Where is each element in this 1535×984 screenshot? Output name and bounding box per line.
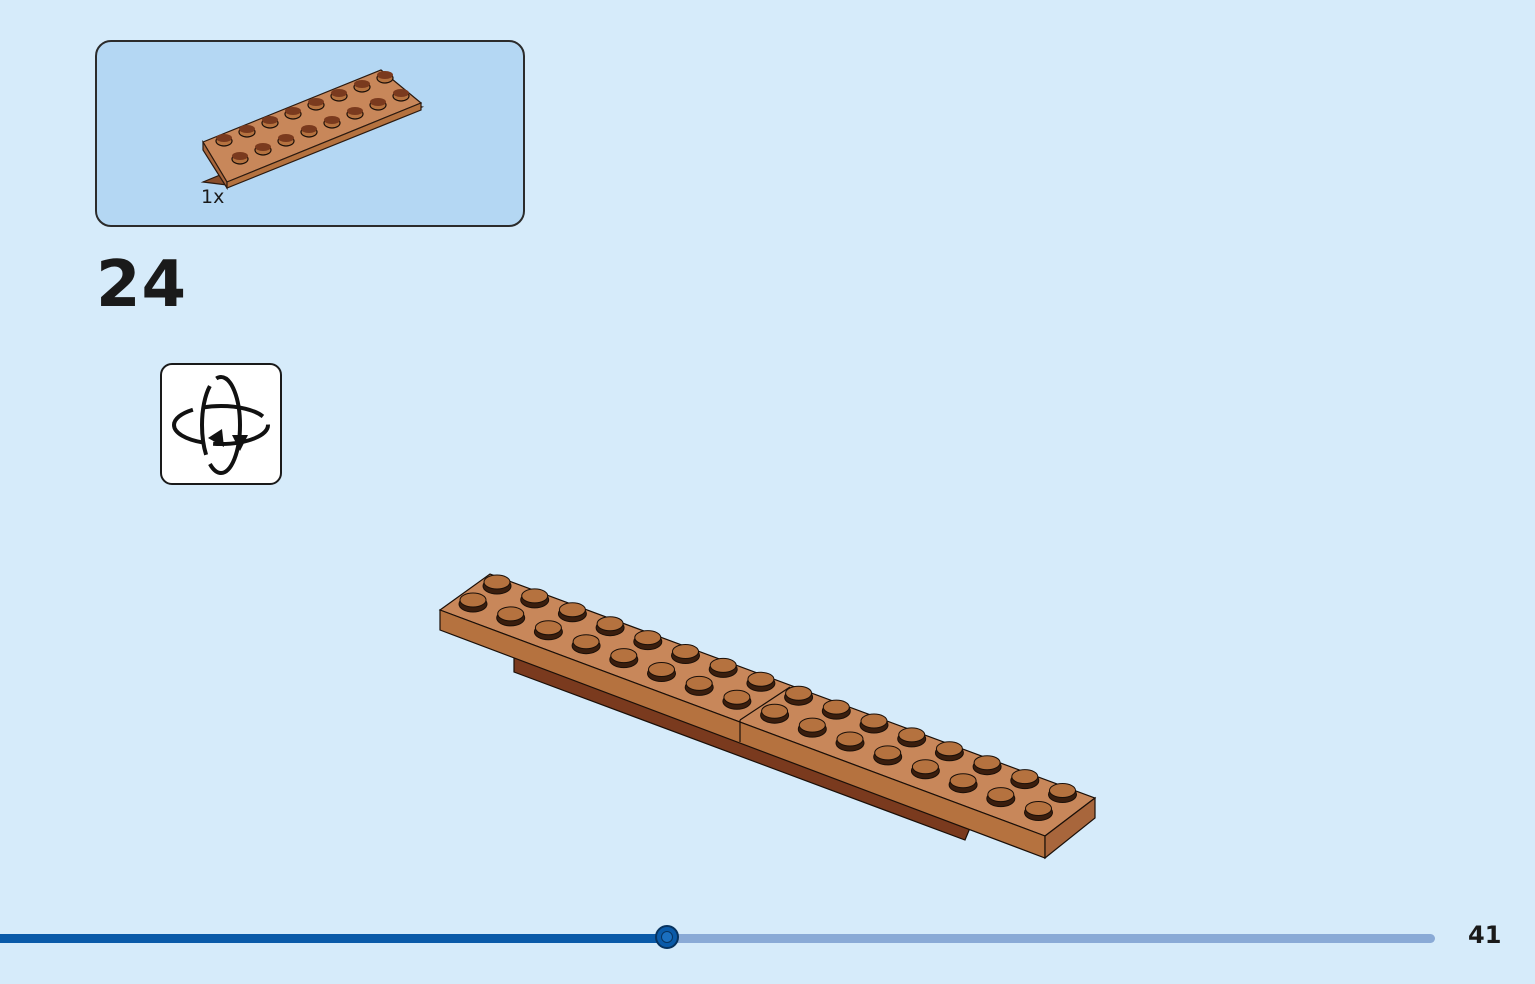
stud-top <box>596 616 624 632</box>
stud-top <box>459 592 487 608</box>
stud-top <box>672 644 699 659</box>
progress-knob <box>655 925 679 949</box>
rotate-model-icon <box>172 375 270 475</box>
stud-top <box>798 717 826 733</box>
stud-top <box>483 574 511 590</box>
stud-top <box>1049 783 1076 798</box>
stud-top <box>1011 769 1039 785</box>
stud-top <box>973 755 1001 771</box>
stud-top <box>572 634 600 650</box>
stud-top <box>534 620 562 636</box>
stud-top <box>836 731 864 747</box>
stud-top <box>497 606 525 622</box>
stud-top <box>898 727 926 743</box>
stud-top <box>874 745 902 761</box>
stud-top <box>747 671 775 687</box>
stud-top <box>648 662 675 677</box>
rotate-model-callout <box>160 363 282 485</box>
plate-assembly-icon <box>438 573 1097 860</box>
stud-top <box>761 703 789 719</box>
parts-list-panel: 1x <box>95 40 525 227</box>
stud-top <box>822 699 850 715</box>
stud-top <box>949 773 977 789</box>
stud-top <box>610 648 638 664</box>
stud-top <box>785 685 813 701</box>
part-quantity: 1x <box>201 186 225 208</box>
stud-top <box>723 689 751 705</box>
page-number: 41 <box>1468 921 1502 949</box>
stud-top <box>935 741 963 757</box>
stud-top <box>1025 801 1052 816</box>
progress-fill <box>0 934 667 943</box>
plate-2x8-icon <box>200 69 425 191</box>
stud-top <box>911 759 939 775</box>
step-number: 24 <box>96 248 188 322</box>
stud-top <box>685 675 713 691</box>
stud-top <box>709 657 737 673</box>
stud-top <box>558 602 586 618</box>
stud-top <box>860 713 888 729</box>
progress-track <box>0 934 1435 943</box>
stud-top <box>987 787 1015 803</box>
stud-top <box>634 630 662 646</box>
stud-top <box>521 588 549 604</box>
progress-bar <box>0 925 1435 949</box>
